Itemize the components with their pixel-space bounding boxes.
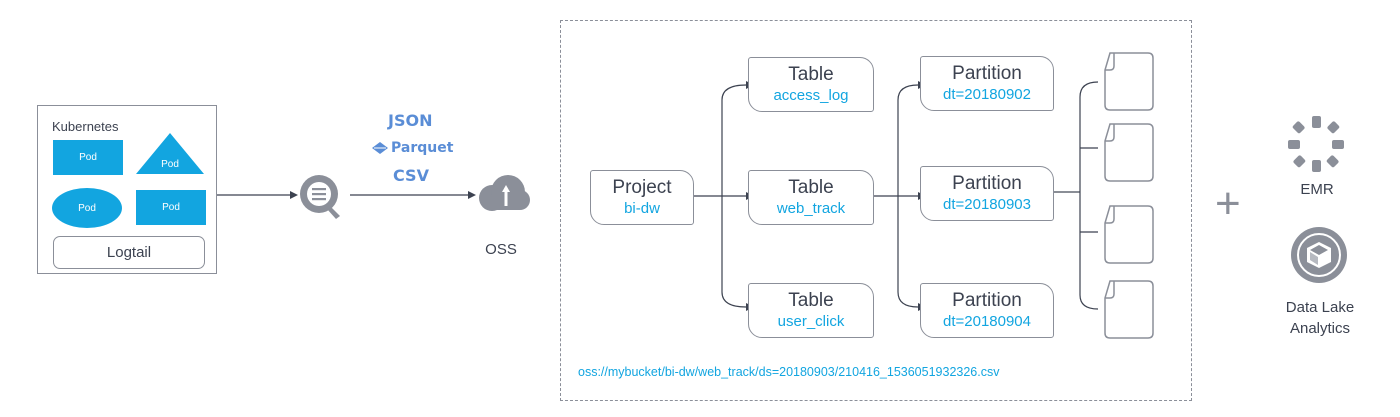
partition-name: dt=20180903 (942, 196, 1031, 213)
data-lake-analytics-label: Data Lake Analytics (1260, 297, 1380, 339)
project-name: bi-dw (624, 200, 660, 217)
pod-ellipse: Pod (52, 188, 122, 228)
pod-triangle-label: Pod (161, 159, 179, 170)
partition-node-20180902: Partition dt=20180902 (920, 56, 1054, 111)
dla-label-line2: Analytics (1289, 320, 1351, 337)
partition-title: Partition (952, 63, 1022, 84)
parquet-label: Parquet (391, 140, 454, 156)
table-name: web_track (776, 200, 846, 217)
table-node-user-click: Table user_click (748, 283, 874, 338)
partition-node-20180903: Partition dt=20180903 (920, 166, 1054, 221)
oss-label: OSS (485, 241, 517, 258)
table-title: Table (788, 64, 834, 85)
table-node-web-track: Table web_track (748, 170, 874, 225)
table-title: Table (788, 290, 834, 311)
format-csv: CSV (393, 166, 429, 185)
partition-title: Partition (952, 173, 1022, 194)
table-name: access_log (773, 87, 849, 104)
partition-name: dt=20180904 (942, 313, 1031, 330)
table-title: Table (788, 177, 834, 198)
parquet-icon (372, 142, 388, 154)
pod-triangle: Pod (136, 133, 204, 174)
file-icon (1104, 123, 1154, 182)
pod-rectangle-2: Pod (136, 190, 206, 225)
oss-path-example: oss://mybucket/bi-dw/web_track/ds=201809… (578, 365, 1000, 379)
dla-label-line1: Data Lake (1285, 299, 1355, 316)
storage-container (560, 20, 1192, 401)
kubernetes-title: Kubernetes (52, 119, 119, 134)
table-node-access-log: Table access_log (748, 57, 874, 112)
format-parquet: Parquet (372, 140, 453, 156)
emr-label: EMR (1300, 181, 1334, 198)
project-title: Project (612, 177, 672, 198)
file-icon (1104, 52, 1154, 111)
log-service-icon (300, 175, 340, 219)
project-node: Project bi-dw (590, 170, 694, 225)
pod-rectangle: Pod (53, 140, 123, 175)
partition-node-20180904: Partition dt=20180904 (920, 283, 1054, 338)
data-lake-analytics-icon (1291, 227, 1347, 283)
logtail-box: Logtail (53, 236, 205, 269)
plus-sign: + (1215, 179, 1241, 228)
file-icon (1104, 205, 1154, 264)
partition-title: Partition (952, 290, 1022, 311)
emr-icon (1288, 116, 1344, 172)
file-icon (1104, 280, 1154, 339)
partition-name: dt=20180902 (942, 86, 1031, 103)
format-json: JSON (388, 111, 433, 130)
oss-cloud-icon (479, 175, 530, 211)
table-name: user_click (777, 313, 845, 330)
